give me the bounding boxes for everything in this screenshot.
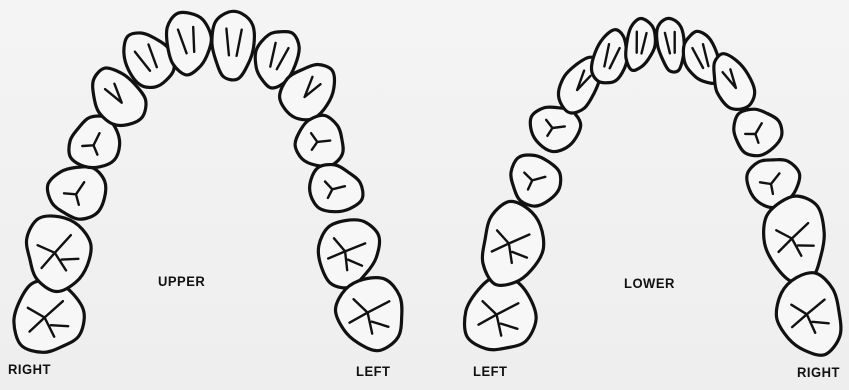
lower-arch-tooth-14 (776, 273, 841, 356)
lower-arch-tooth-7 (626, 18, 656, 70)
upper-arch-tooth-3 (47, 167, 105, 219)
lower-arch (465, 18, 841, 355)
lower-arch-tooth-8 (657, 18, 685, 72)
lower-arch-label: LOWER (624, 276, 675, 292)
tooth-outline (167, 12, 212, 75)
upper-left-label: LEFT (356, 364, 391, 380)
upper-arch-label: UPPER (158, 274, 205, 290)
lower-left-label: LEFT (473, 364, 508, 380)
lower-arch-tooth-6 (591, 30, 627, 83)
lower-right-label: RIGHT (797, 365, 840, 381)
upper-arch-tooth-12 (310, 165, 363, 212)
tooth-outline (764, 196, 825, 283)
upper-arch-tooth-11 (295, 115, 343, 166)
upper-arch-tooth-2 (26, 216, 91, 292)
lower-arch-tooth-11 (734, 109, 782, 155)
lower-arch-tooth-13 (764, 196, 825, 283)
lower-arch-tooth-10 (714, 54, 755, 110)
upper-arch-tooth-14 (335, 278, 401, 351)
lower-arch-tooth-1 (465, 277, 537, 350)
upper-arch-tooth-8 (212, 11, 254, 80)
tooth-outline (26, 216, 91, 292)
tooth-outline (626, 18, 656, 70)
upper-right-label: RIGHT (8, 362, 51, 378)
lower-arch-tooth-3 (511, 155, 561, 206)
lower-arch-tooth-2 (482, 201, 543, 285)
tooth-outline (591, 30, 627, 83)
tooth-outline (212, 11, 254, 80)
tooth-outline (734, 109, 782, 155)
tooth-outline (482, 201, 543, 285)
upper-arch (14, 11, 402, 352)
tooth-outline (657, 18, 685, 72)
upper-arch-tooth-7 (167, 12, 212, 75)
